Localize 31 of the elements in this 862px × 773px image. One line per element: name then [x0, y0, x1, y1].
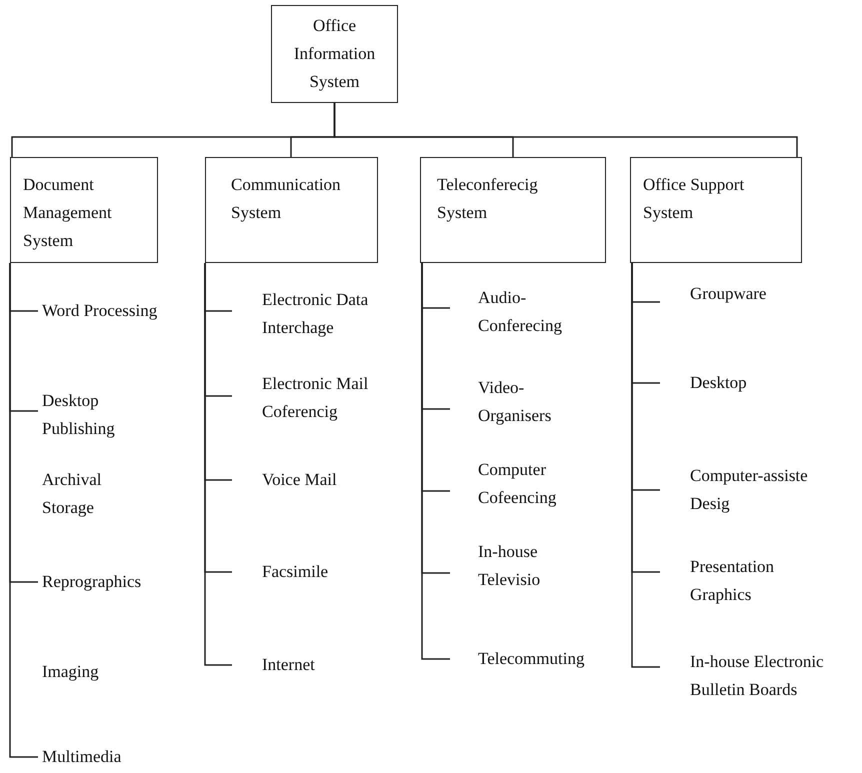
- list-item: Audio- Conferecing: [450, 284, 578, 340]
- connector-line: [9, 263, 38, 758]
- connector-line: [631, 263, 660, 668]
- list-item: Facsimile: [232, 558, 382, 586]
- category-box: Teleconferecig System: [420, 157, 606, 263]
- list-item: In-house Electronic Bulletin Boards: [660, 648, 850, 704]
- list-item: Electronic Mail Coferencig: [232, 370, 392, 426]
- list-item: Desktop: [660, 369, 810, 397]
- connector-line: [204, 263, 232, 666]
- list-item: Internet: [232, 651, 382, 679]
- list-item: Reprographics: [38, 568, 182, 596]
- list-item: Desktop Publishing: [38, 387, 152, 443]
- root-box: Office Information System: [271, 5, 398, 103]
- list-item: In-house Televisio: [450, 538, 573, 594]
- list-item: Voice Mail: [232, 466, 382, 494]
- list-item: Multimedia: [38, 743, 162, 771]
- connector-line: [421, 263, 450, 660]
- list-item: Computer-assiste Desig: [660, 462, 815, 518]
- category-box: Document Management System: [10, 157, 158, 263]
- list-item: Archival Storage: [42, 469, 102, 519]
- list-item: Imaging: [42, 661, 100, 683]
- list-item: Computer Cofeencing: [450, 456, 583, 512]
- category-box: Office Support System: [630, 157, 802, 263]
- list-item: Video- Organisers: [450, 374, 578, 430]
- category-box: Communication System: [205, 157, 378, 263]
- connector-line: [334, 103, 798, 157]
- list-item: Telecommuting: [450, 645, 603, 673]
- list-item: Electronic Data Interchage: [232, 286, 402, 342]
- list-item: Word Processing: [38, 297, 202, 325]
- list-item: Presentation Graphics: [660, 553, 800, 609]
- list-item: Groupware: [660, 280, 810, 308]
